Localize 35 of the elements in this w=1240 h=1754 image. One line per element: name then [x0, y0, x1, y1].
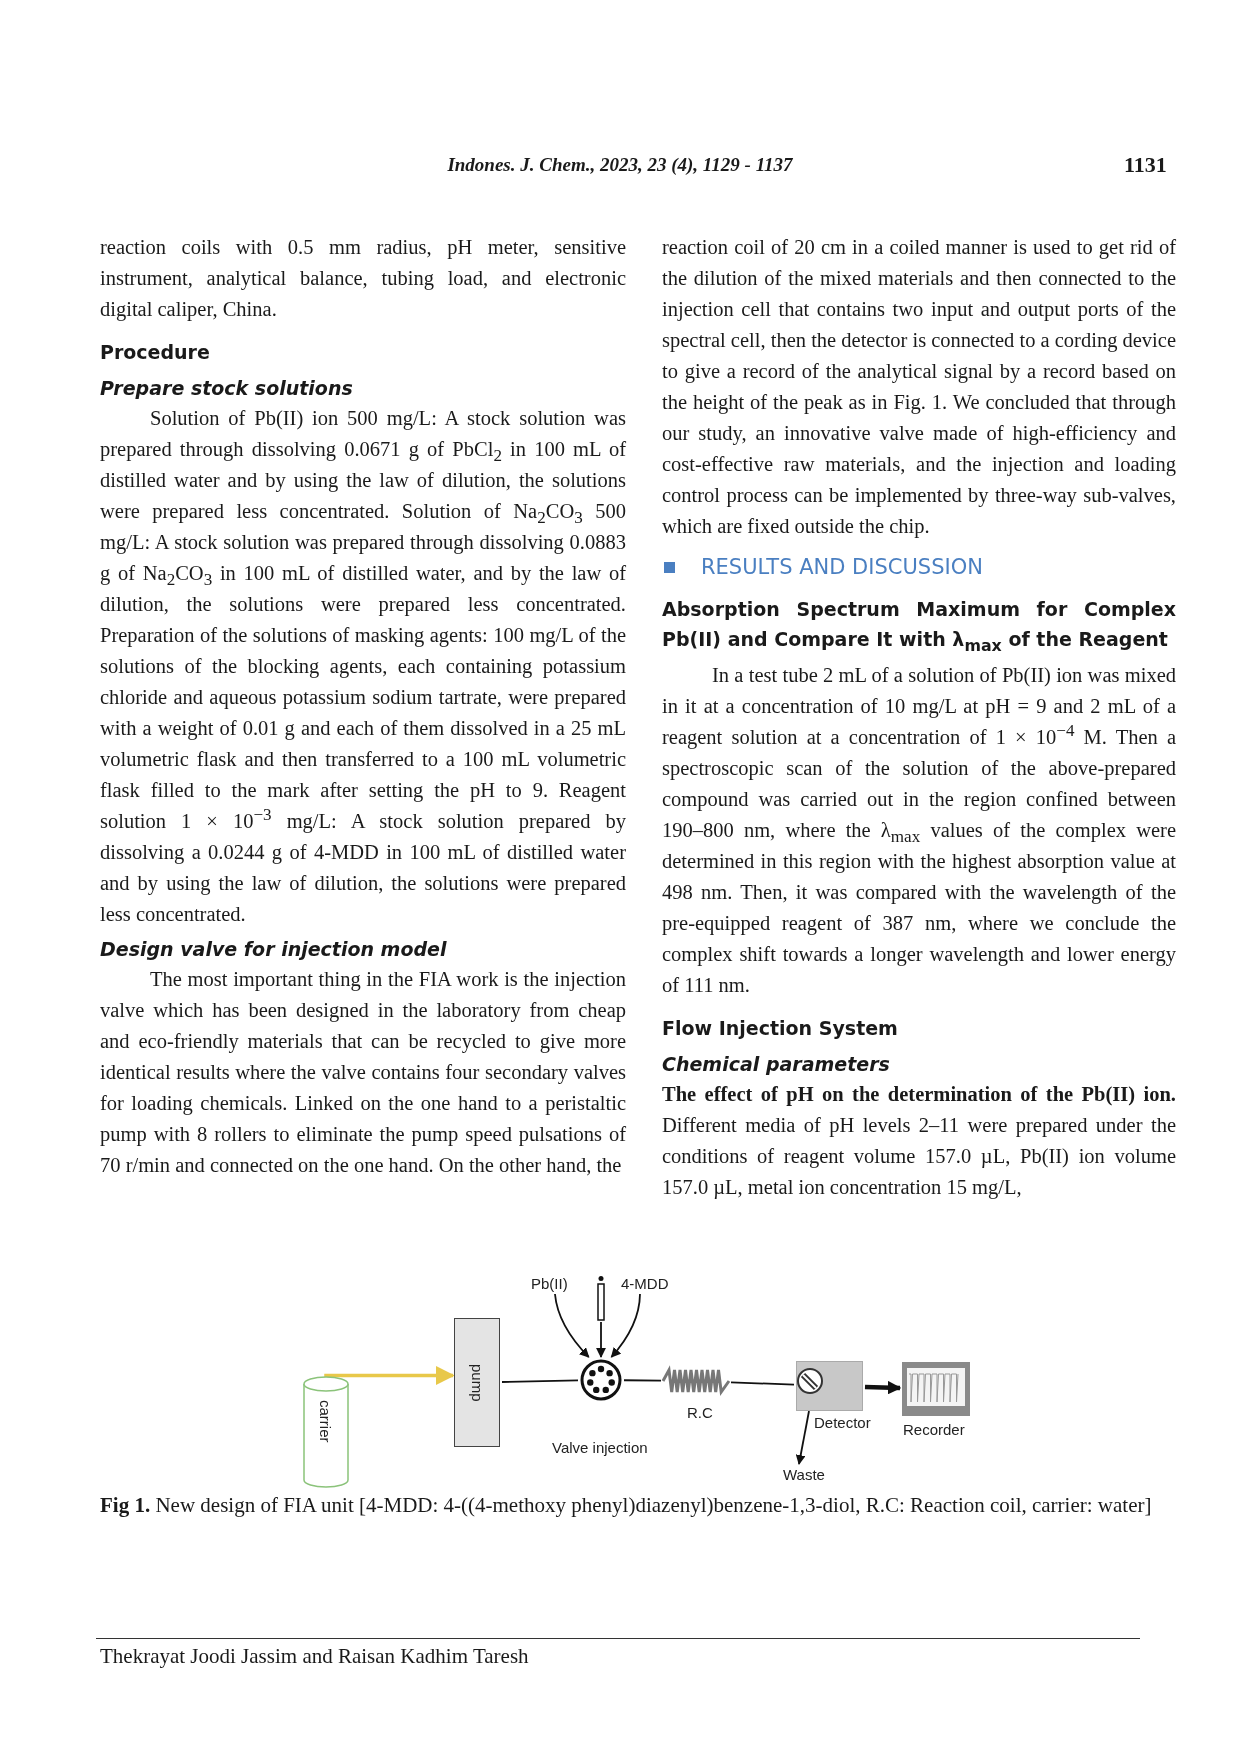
connector-line: [623, 1379, 662, 1382]
arrow: [554, 1293, 590, 1358]
component-label: Detector: [814, 1414, 871, 1431]
flow-label: Waste: [783, 1466, 825, 1483]
arrow: [864, 1380, 902, 1395]
running-header: Indones. J. Chem., 2023, 23 (4), 1129 - 1137: [447, 154, 793, 176]
connector-line: [501, 1379, 579, 1383]
page-number: 1131: [1124, 152, 1167, 178]
body-paragraph: In a test tube 2 mL of a solution of Pb(II) ion was mixed in it at a concentration of 10 mg/L at pH = 9 and 2 mL of a reagent solution at a concentration of 1 × 10$^{−4}$ M. Then a spectroscopic scan of the solution of the above-prepared compound was carried out in the region confined between 190–800 nm, where the λ$_{max}$ values of the complex were determined in this region with the highest absorption value at 498 nm. Then, it was compared with the wavelength of the pre-equipped reagent of 387 nm, where we conclude the complex shift towards a longer wavelength and lower energy of 111 nm.: [662, 663, 1176, 998]
tubing-arrow: [324, 1365, 455, 1388]
section-heading: Absorption Spectrum Maximum for Complex Pb(II) and Compare It with λ$_{max}$ of the Reagent: [662, 597, 1176, 654]
connector-line: [730, 1381, 795, 1386]
arrow: [610, 1293, 641, 1358]
carrier-label: carrier: [317, 1400, 334, 1443]
section-heading: Flow Injection System: [662, 1016, 899, 1041]
arrow: [596, 1321, 606, 1358]
component-label: R.C: [687, 1404, 713, 1421]
component-label: Valve injection: [552, 1439, 648, 1456]
body-paragraph: reaction coil of 20 cm in a coiled manner is used to get rid of the dilution of the mixed materials and then connected to the injection cell that contains two input and output ports of the spectral cell, then the detector is connected to a cording device to give a record of the analytical signal by a record based on the height of the peak as in Fig. 1. We concluded that through our study, an innovative valve made of high-efficiency and cost-effective raw materials, and the injection and loading control process can be implemented by three-way sub-valves, which are fixed outside the chip.: [662, 235, 1176, 540]
section-heading: Procedure: [100, 340, 211, 365]
body-paragraph: The effect of pH on the determination of the Pb(II) ion. Different media of pH levels 2–11 were prepared under the conditions of reagent volume 157.0 µL, Pb(II) ion volume 157.0 µL, metal ion concentration 15 mg/L,: [662, 1082, 1176, 1201]
arrow: [795, 1410, 810, 1465]
pump-box: pump: [454, 1318, 500, 1447]
subsection-heading: Chemical parameters: [662, 1052, 891, 1077]
subsection-heading: Design valve for injection model: [100, 937, 448, 962]
flow-label: 4-MDD: [621, 1275, 669, 1292]
subsection-heading: Prepare stock solutions: [100, 376, 354, 401]
body-paragraph: reaction coils with 0.5 mm radius, pH meter, sensitive instrument, analytical balance, tubing load, and electronic digital caliper, China.: [100, 235, 626, 323]
body-paragraph: The most important thing in the FIA work is the injection valve which has been designed in the laboratory from cheap and eco-friendly materials that can be recycled to give more identical results where the valve contains four secondary valves for loading chemicals. Linked on the one hand to a peristaltic pump with 8 rollers to eliminate the pump speed pulsations of 70 r/min and connected on the one hand. On the other hand, the: [100, 967, 626, 1178]
flow-label: Pb(II): [531, 1275, 568, 1292]
component-label: Recorder: [903, 1421, 965, 1438]
section-heading: RESULTS AND DISCUSSION: [701, 554, 983, 581]
author-footer: Thekrayat Joodi Jassim and Raisan Kadhim Taresh: [100, 1644, 529, 1669]
figure-caption: Fig 1. New design of FIA unit [4-MDD: 4-((4-methoxy phenyl)diazenyl)benzene-1,3-diol, R.C: Reaction coil, carrier: water]: [100, 1492, 1153, 1519]
body-paragraph: Solution of Pb(II) ion 500 mg/L: A stock solution was prepared through dissolving 0.0671 g of PbCl$_{2}$ in 100 mL of distilled water and by using the law of dilution, the solutions were prepared less concentrated. Solution of Na$_{2}$CO$_{3}$ 500 mg/L: A stock solution was prepared through dissolving 0.0883 g of Na$_{2}$CO$_{3}$ in 100 mL of distilled water, and by the law of dilution, the solutions were prepared less concentrated. Preparation of the solutions of masking agents: 100 mg/L of the solutions of the blocking agents, each containing potassium chloride and aqueous potassium sodium tartrate, were prepared with a weight of 0.01 g and each of them dissolved in a 25 mL volumetric flask and then transferred to a 100 mL volumetric flask filled to the mark after setting the pH to 9. Reagent solution 1 × 10$^{−3}$ mg/L: A stock solution prepared by dissolving a 0.0244 g of 4-MDD in 100 mL of distilled water and by using the law of dilution, the solutions were prepared less concentrated.: [100, 406, 626, 927]
